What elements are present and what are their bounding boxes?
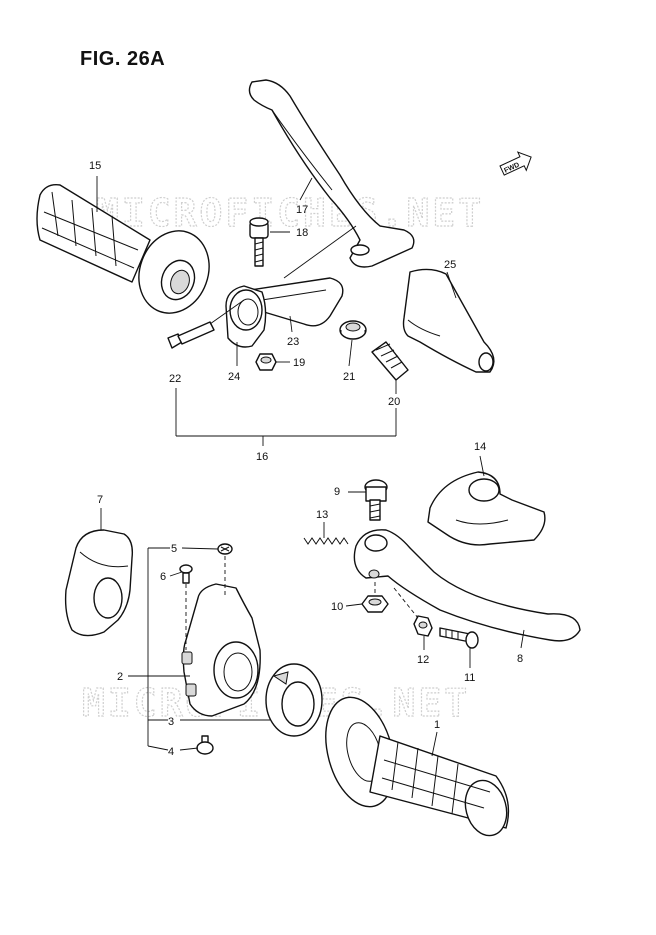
callout-6: 6 — [160, 571, 166, 583]
callout-25: 25 — [444, 259, 456, 271]
part-21-adjuster-nut — [339, 320, 367, 340]
callout-16: 16 — [256, 451, 268, 463]
part-24-clamp — [225, 285, 267, 348]
callout-13: 13 — [316, 509, 328, 521]
part-8-brake-lever — [353, 529, 581, 642]
part-18-bolt — [249, 217, 269, 267]
callout-2: 2 — [117, 671, 123, 683]
figure-title: FIG. 26A — [80, 48, 166, 70]
part-11-bolt — [439, 627, 479, 649]
callout-14: 14 — [474, 441, 486, 453]
part-3-switch-ring — [265, 663, 323, 737]
part-2-switch-housing — [181, 583, 261, 717]
callout-23: 23 — [287, 336, 299, 348]
callout-11: 11 — [464, 672, 475, 684]
callout-1: 1 — [434, 719, 440, 731]
part-13-spring — [303, 537, 349, 545]
callout-24: 24 — [228, 371, 240, 383]
part-12-nut — [413, 615, 433, 637]
part-1-right-grip — [325, 696, 510, 837]
watermark-top: MICROFICHES.NET — [96, 191, 484, 235]
callout-19: 19 — [293, 357, 305, 369]
fwd-arrow-icon: FWD — [499, 151, 532, 176]
callout-15: 15 — [89, 160, 101, 172]
callout-20: 20 — [388, 396, 400, 408]
callout-5: 5 — [171, 543, 177, 555]
part-9-bolt — [364, 479, 388, 521]
part-19-nut — [255, 353, 277, 371]
callout-7: 7 — [97, 494, 103, 506]
part-20-cable-adjuster — [371, 341, 409, 381]
callout-17: 17 — [296, 204, 308, 216]
part-15-left-grip — [36, 184, 210, 314]
callout-8: 8 — [517, 653, 523, 665]
part-25-lever-cover — [402, 268, 495, 373]
callout-22: 22 — [169, 373, 181, 385]
part-10-nut — [361, 582, 389, 613]
callout-labels: 15 17 18 25 23 19 24 22 21 20 16 14 7 9 … — [89, 160, 523, 758]
part-4-screw — [196, 735, 214, 755]
callout-4: 4 — [168, 746, 174, 758]
upper-leader-lines — [96, 176, 457, 446]
part-23-lever-holder — [249, 277, 344, 327]
part-6-screw — [179, 564, 193, 650]
lower-leader-lines — [100, 455, 525, 757]
part-14-lever-cover — [427, 471, 546, 546]
part-7-switch-cover — [64, 529, 134, 637]
callout-18: 18 — [296, 227, 308, 239]
callout-12: 12 — [417, 654, 429, 666]
callout-3: 3 — [168, 716, 174, 728]
callout-21: 21 — [343, 371, 355, 383]
callout-10: 10 — [331, 601, 343, 613]
callout-9: 9 — [334, 486, 340, 498]
part-17-clutch-lever — [248, 79, 415, 268]
part-22-bolt — [167, 321, 215, 349]
